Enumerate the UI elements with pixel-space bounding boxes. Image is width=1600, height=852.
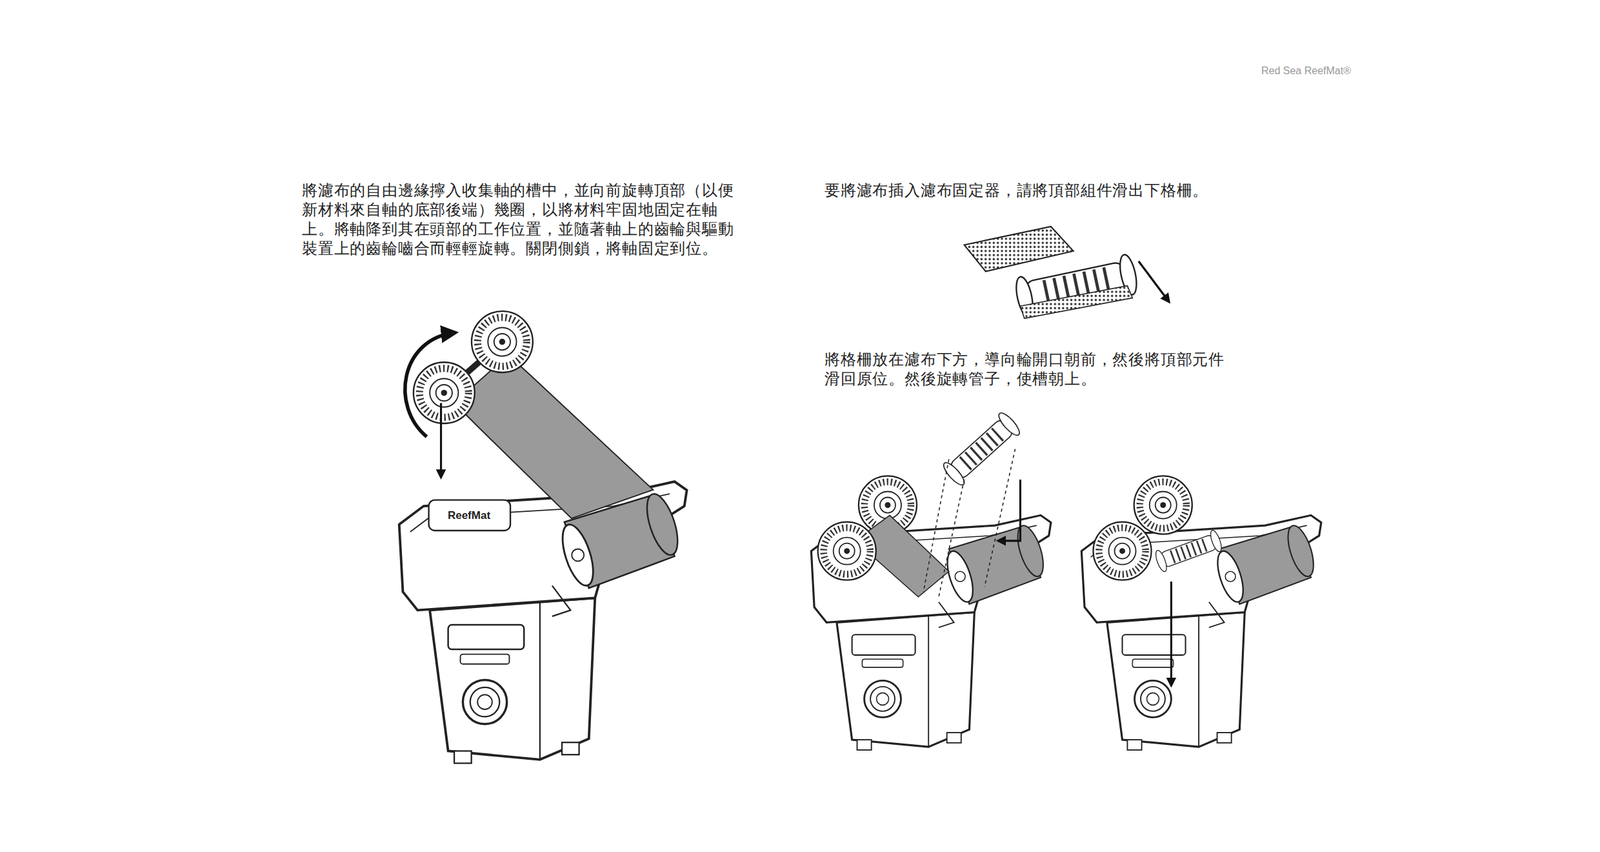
- instruction-text: 要將濾布插入濾布固定器，請將頂部組件滑出下格柵。: [824, 180, 1290, 200]
- instruction-text: 將格柵放在濾布下方，導向輪開口朝前，然後將頂部元件滑回原位。然後旋轉管子，使槽朝…: [824, 349, 1231, 389]
- product-logo: ReefMat: [447, 509, 491, 522]
- instruction-text: 將濾布的自由邊緣擰入收集軸的槽中，並向前旋轉頂部（以便新材料來自軸的底部後端）幾…: [301, 180, 738, 259]
- running-header: Red Sea ReefMat®: [1261, 64, 1455, 78]
